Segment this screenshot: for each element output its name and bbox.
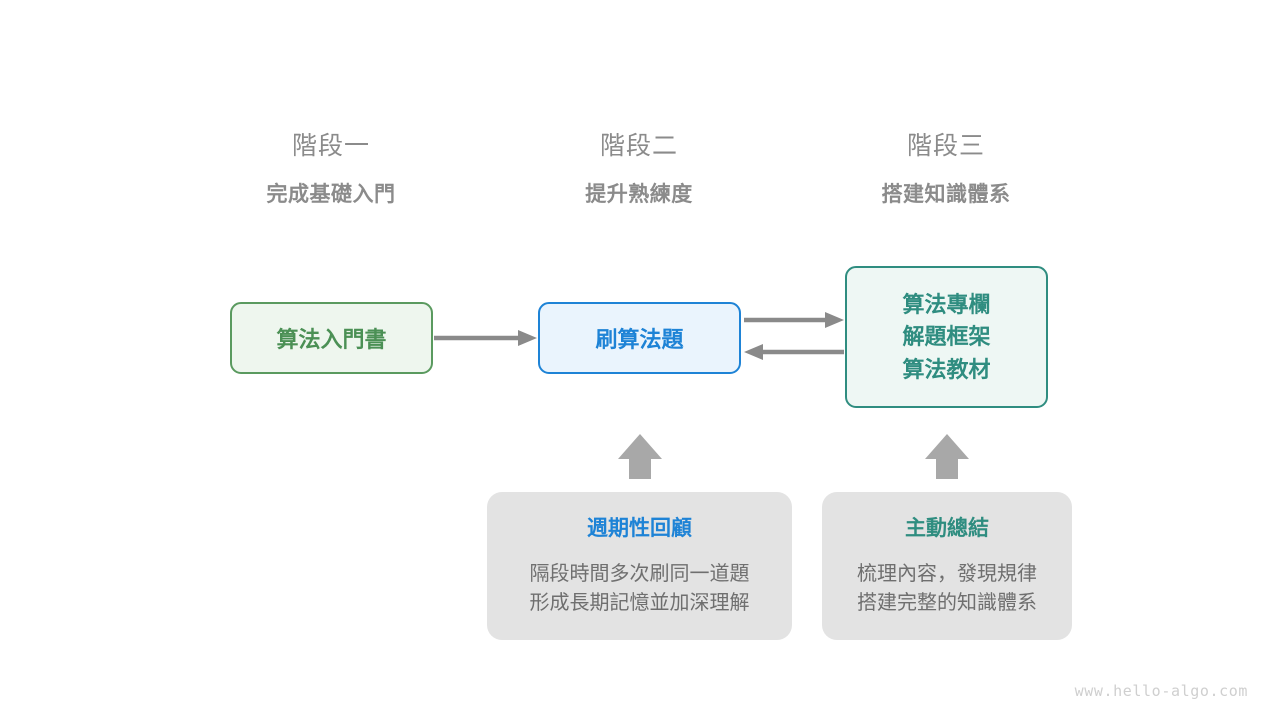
stage-1-name: 階段一 <box>291 132 370 160</box>
method-card-active-summary: 主動總結 梳理內容，發現規律 搭建完整的知識體系 <box>822 492 1072 640</box>
node-resources-line-2: 解題框架 <box>902 324 991 350</box>
arrow-up-summary-to-resources-icon <box>925 434 969 479</box>
node-intro-book: 算法入門書 <box>230 302 433 374</box>
method-card-periodic-review: 週期性回顧 隔段時間多次刷同一道題 形成長期記憶並加深理解 <box>487 492 792 640</box>
node-resources-line-1: 算法專欄 <box>902 292 991 318</box>
stage-2-goal: 提升熟練度 <box>585 183 693 206</box>
arrow-intro-to-practice-icon <box>434 330 537 346</box>
stage-header-2: 階段二 提升熟練度 <box>509 131 769 207</box>
method-card-active-summary-description: 梳理內容，發現規律 搭建完整的知識體系 <box>857 560 1037 617</box>
node-practice-problems-label: 刷算法題 <box>595 327 684 352</box>
stage-header-3: 階段三 搭建知識體系 <box>816 131 1076 207</box>
arrow-up-review-to-practice-icon <box>618 434 662 479</box>
arrow-resources-to-practice-icon <box>744 344 844 360</box>
node-practice-problems: 刷算法題 <box>538 302 741 374</box>
stage-3-goal: 搭建知識體系 <box>881 183 1011 206</box>
method-desc-line-2: 形成長期記憶並加深理解 <box>529 591 750 614</box>
method-card-periodic-review-description: 隔段時間多次刷同一道題 形成長期記憶並加深理解 <box>530 560 750 617</box>
arrow-practice-to-resources-icon <box>744 312 844 328</box>
node-resources: 算法專欄 解題框架 算法教材 <box>845 266 1048 408</box>
method-desc-line-1: 梳理內容，發現規律 <box>857 563 1037 586</box>
stage-3-name: 階段三 <box>906 132 985 160</box>
node-intro-book-label: 算法入門書 <box>276 327 387 352</box>
node-resources-line-3: 算法教材 <box>902 356 991 382</box>
method-desc-line-2: 搭建完整的知識體系 <box>857 591 1037 614</box>
stage-header-1: 階段一 完成基礎入門 <box>201 131 461 207</box>
watermark-url: www.hello-algo.com <box>1074 682 1248 700</box>
method-card-periodic-review-title: 週期性回顧 <box>587 517 692 540</box>
method-desc-line-1: 隔段時間多次刷同一道題 <box>529 563 750 586</box>
stage-1-goal: 完成基礎入門 <box>266 183 396 206</box>
stage-2-name: 階段二 <box>599 132 678 160</box>
method-card-active-summary-title: 主動總結 <box>905 517 989 540</box>
